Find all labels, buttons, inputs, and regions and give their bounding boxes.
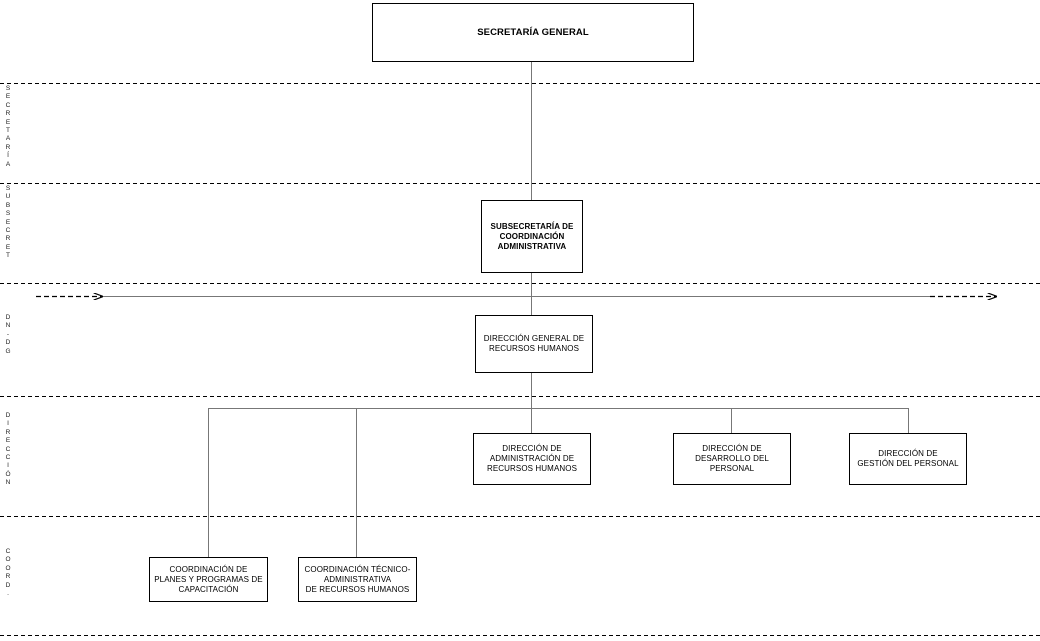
box-coordinacion-planes-capacitacion[interactable]: COORDINACIÓN DE PLANES Y PROGRAMAS DE CA… xyxy=(149,557,268,602)
box-direccion-gestion-personal[interactable]: DIRECCIÓN DE GESTIÓN DEL PERSONAL xyxy=(849,433,967,485)
level-label-coord: C O O R D . xyxy=(5,548,11,598)
level-label-secretaria: S E C R E T A R Í A xyxy=(5,85,11,168)
box-direccion-desarrollo-personal[interactable]: DIRECCIÓN DE DESARROLLO DEL PERSONAL xyxy=(673,433,791,485)
box-coordinacion-tecnico-administrativa[interactable]: COORDINACIÓN TÉCNICO- ADMINISTRATIVA DE … xyxy=(298,557,417,602)
level-label-direccion: D I R E C C I Ó N xyxy=(5,412,11,487)
box-subsecretaria-coordinacion-administrativa[interactable]: SUBSECRETARÍA DE COORDINACIÓN ADMINISTRA… xyxy=(481,200,583,273)
level-label-dn-dg: D N - D G xyxy=(5,314,11,355)
box-secretaria-general[interactable]: SECRETARÍA GENERAL xyxy=(372,3,694,62)
box-direccion-administracion-recursos-humanos[interactable]: DIRECCIÓN DE ADMINISTRACIÓN DE RECURSOS … xyxy=(473,433,591,485)
level-label-subsecretaria: S U B S E C R E T xyxy=(5,185,11,260)
box-direccion-general-recursos-humanos[interactable]: DIRECCIÓN GENERAL DE RECURSOS HUMANOS xyxy=(475,315,593,373)
